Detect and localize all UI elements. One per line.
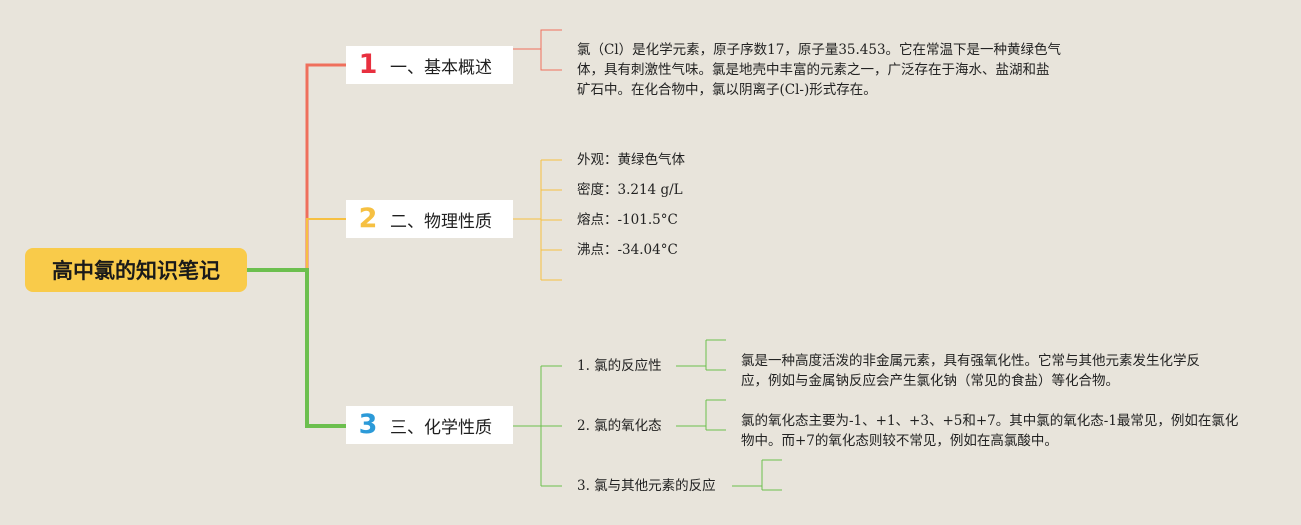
text-line: 氯的氧化态主要为-1、+1、+3、+5和+7。其中氯的氧化态-1最常见，例如在氯… (741, 413, 1239, 429)
root-topic-label: 高中氯的知识笔记 (52, 259, 220, 283)
text-line: 氯是一种高度活泼的非金属元素，具有强氧化性。它常与其他元素发生化学反 (741, 353, 1200, 369)
leaf-appearance[interactable]: 外观：黄绿色气体 (577, 152, 685, 168)
text-line: 矿石中。在化合物中，氯以阴离子(Cl-)形式存在。 (577, 82, 877, 98)
branch-basic-overview[interactable]: 1 一、基本概述 (346, 46, 513, 84)
sub-reactions-with-elements[interactable]: 3. 氯与其他元素的反应 (577, 478, 716, 494)
branch-physical-properties[interactable]: 2 二、物理性质 (346, 200, 513, 238)
branch-label: 一、基本概述 (390, 57, 492, 78)
text-line: 物中。而+7的氧化态则较不常见，例如在高氯酸中。 (741, 433, 1058, 449)
leaf-density[interactable]: 密度：3.214 g/L (577, 182, 683, 198)
branch-chemical-properties[interactable]: 3 三、化学性质 (346, 406, 513, 444)
branch-number-2: 2 (358, 203, 378, 234)
root-topic[interactable]: 高中氯的知识笔记 (25, 248, 247, 292)
branch-number-3: 3 (358, 409, 378, 440)
branch-number-1: 1 (358, 49, 378, 80)
text-line: 氯（Cl）是化学元素，原子序数17，原子量35.453。它在常温下是一种黄绿色气 (577, 42, 1062, 58)
text-line: 体，具有刺激性气味。氯是地壳中丰富的元素之一，广泛存在于海水、盐湖和盐 (577, 62, 1050, 78)
branch-label: 三、化学性质 (390, 417, 492, 438)
sub-reactivity-description: 氯是一种高度活泼的非金属元素，具有强氧化性。它常与其他元素发生化学反 应，例如与… (741, 351, 1241, 391)
text-line: 应，例如与金属钠反应会产生氯化钠（常见的食盐）等化合物。 (741, 373, 1119, 389)
leaf-melting-point[interactable]: 熔点：-101.5°C (577, 212, 678, 228)
leaf-boiling-point[interactable]: 沸点：-34.04°C (577, 242, 678, 258)
sub-reactivity[interactable]: 1. 氯的反应性 (577, 358, 662, 374)
branch-label: 二、物理性质 (390, 211, 492, 232)
branch-1-description: 氯（Cl）是化学元素，原子序数17，原子量35.453。它在常温下是一种黄绿色气… (577, 40, 1077, 100)
sub-oxidation-description: 氯的氧化态主要为-1、+1、+3、+5和+7。其中氯的氧化态-1最常见，例如在氯… (741, 411, 1251, 451)
sub-oxidation-states[interactable]: 2. 氯的氧化态 (577, 418, 662, 434)
